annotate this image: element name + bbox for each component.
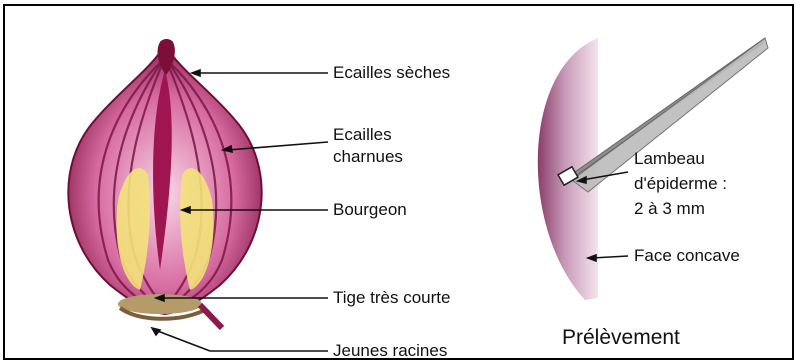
label-bourgeon: Bourgeon [333,199,407,221]
label-ecailles-seches: Ecailles sèches [333,62,450,84]
label-lambeau-line2: d'épiderme : [634,173,727,195]
label-racines: Jeunes racines [333,340,447,362]
label-ecailles-charnues-line1: Ecailles [333,124,392,146]
label-face-concave: Face concave [634,245,740,267]
label-tige: Tige très courte [333,287,450,309]
label-lambeau-line3: 2 à 3 mm [634,198,705,220]
caption-prelevement: Prélèvement [562,326,680,350]
label-lambeau-line1: Lambeau [634,148,705,170]
label-ecailles-charnues-line2: charnues [333,146,403,168]
onion [68,39,261,328]
